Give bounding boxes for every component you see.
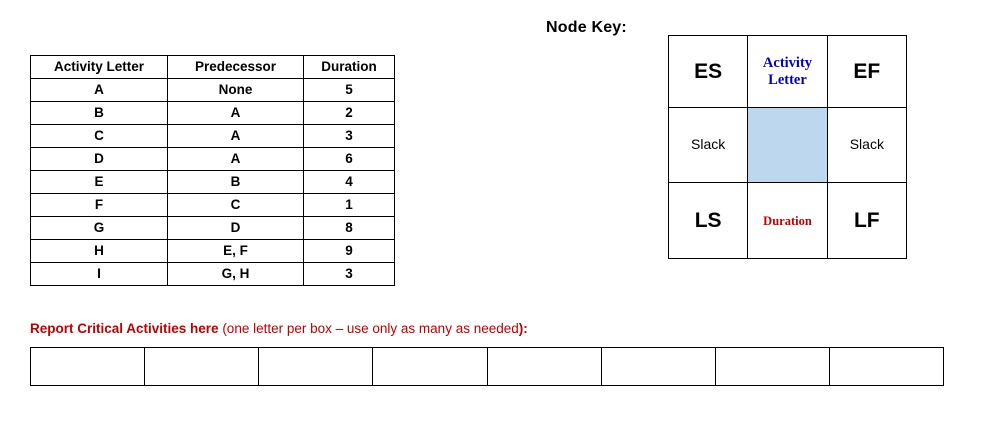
node-key-cell-slack-right: Slack: [826, 107, 907, 183]
cell-duration: 1: [303, 193, 395, 217]
answer-box[interactable]: [372, 347, 488, 386]
node-key-title: Node Key:: [546, 19, 627, 36]
cell-activity-letter: B: [30, 101, 168, 125]
column-header-activity-letter: Activity Letter: [30, 55, 168, 79]
table-row: E B 4: [30, 170, 395, 194]
node-key-cell-late-start: LS: [667, 182, 749, 259]
node-key-cell-late-finish: LF: [826, 182, 907, 259]
column-header-predecessor: Predecessor: [167, 55, 304, 79]
node-key-label-slack-left: Slack: [691, 136, 726, 152]
node-key-row-top: ES Activity Letter EF: [667, 35, 907, 108]
cell-duration: 5: [303, 78, 395, 102]
cell-activity-letter: G: [30, 216, 168, 240]
answer-box[interactable]: [600, 347, 716, 386]
answer-box[interactable]: [29, 347, 146, 386]
prompt-normal-text: (one letter per box – use only as many a…: [218, 321, 519, 336]
answer-boxes-row: [29, 347, 945, 386]
table-row: H E, F 9: [30, 239, 395, 263]
cell-predecessor: G, H: [167, 262, 304, 286]
node-key-cell-early-start: ES: [667, 35, 749, 108]
table-row: F C 1: [30, 193, 395, 217]
cell-predecessor: B: [167, 170, 304, 194]
node-key-row-bottom: LS Duration LF: [667, 182, 907, 259]
table-row: D A 6: [30, 147, 395, 171]
report-critical-activities-prompt: Report Critical Activities here (one let…: [30, 321, 528, 336]
cell-activity-letter: F: [30, 193, 168, 217]
node-key-label-ef: EF: [853, 59, 881, 83]
node-key-cell-slack-left: Slack: [667, 107, 749, 183]
node-key-label-es: ES: [694, 59, 723, 83]
cell-duration: 3: [303, 124, 395, 148]
cell-duration: 2: [303, 101, 395, 125]
node-key-label-activity-letter: Activity Letter: [748, 55, 826, 89]
node-key-activity-line1: Activity: [762, 54, 813, 71]
answer-box[interactable]: [486, 347, 602, 386]
node-key-label-duration: Duration: [763, 213, 812, 228]
node-key-label-ls: LS: [694, 208, 722, 232]
answer-box[interactable]: [828, 347, 945, 386]
activity-table: Activity Letter Predecessor Duration A N…: [30, 55, 395, 286]
cell-activity-letter: C: [30, 124, 168, 148]
cell-duration: 3: [303, 262, 395, 286]
node-key-label-lf: LF: [853, 208, 880, 232]
cell-duration: 4: [303, 170, 395, 194]
cell-activity-letter: A: [30, 78, 168, 102]
critical-activities-answer-row[interactable]: [29, 347, 945, 386]
cell-activity-letter: E: [30, 170, 168, 194]
table-row: A None 5: [30, 78, 395, 102]
table-row: G D 8: [30, 216, 395, 240]
cell-predecessor: C: [167, 193, 304, 217]
cell-predecessor: A: [167, 147, 304, 171]
node-key-activity-line2: Letter: [768, 71, 807, 88]
cell-activity-letter: I: [30, 262, 168, 286]
node-key-cell-center-highlight: [747, 107, 828, 183]
table-row: C A 3: [30, 124, 395, 148]
node-key-cell-activity-letter: Activity Letter: [747, 35, 828, 108]
node-key-row-middle: Slack Slack: [667, 107, 907, 183]
answer-box[interactable]: [714, 347, 830, 386]
answer-box[interactable]: [258, 347, 374, 386]
cell-duration: 9: [303, 239, 395, 263]
table-header-row: Activity Letter Predecessor Duration: [30, 55, 395, 79]
cell-duration: 6: [303, 147, 395, 171]
table-row: B A 2: [30, 101, 395, 125]
prompt-tail-text: ):: [518, 321, 528, 336]
node-key-label-slack-right: Slack: [849, 136, 884, 152]
prompt-bold-text: Report Critical Activities here: [30, 321, 219, 336]
node-key-cell-duration: Duration: [747, 182, 828, 259]
cell-predecessor: None: [167, 78, 304, 102]
answer-box[interactable]: [144, 347, 260, 386]
table-row: I G, H 3: [30, 262, 395, 286]
cell-predecessor: D: [167, 216, 304, 240]
cell-activity-letter: D: [30, 147, 168, 171]
node-key-diagram: ES Activity Letter EF Slack Slack: [667, 35, 907, 259]
cell-duration: 8: [303, 216, 395, 240]
column-header-duration: Duration: [303, 55, 395, 79]
cell-predecessor: E, F: [167, 239, 304, 263]
cell-activity-letter: H: [30, 239, 168, 263]
cell-predecessor: A: [167, 101, 304, 125]
node-key-cell-early-finish: EF: [826, 35, 907, 108]
cell-predecessor: A: [167, 124, 304, 148]
